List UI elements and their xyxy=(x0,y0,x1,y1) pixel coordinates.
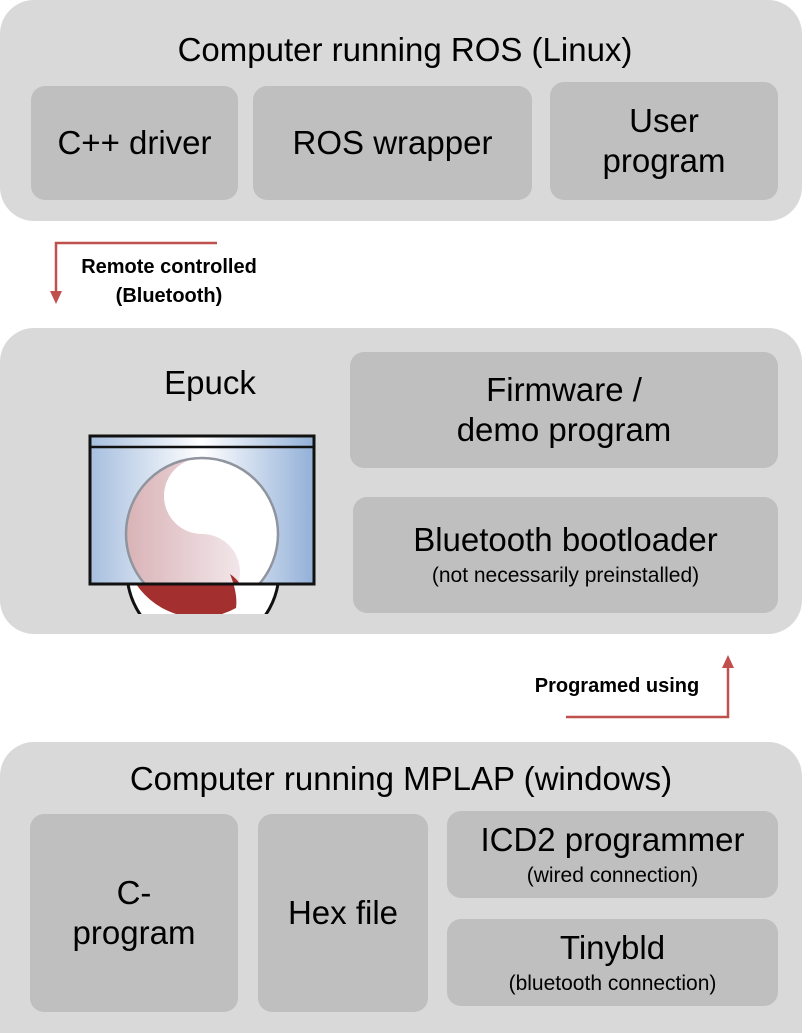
bluetooth-bootloader-box: Bluetooth bootloader (not necessarily pr… xyxy=(353,497,778,613)
ros-computer-title: Computer running ROS (Linux) xyxy=(177,31,633,68)
ros-wrapper-box: ROS wrapper xyxy=(253,86,532,200)
bluetooth-bootloader-label: Bluetooth bootloader xyxy=(413,521,718,559)
bluetooth-bootloader-note: (not necessarily preinstalled) xyxy=(431,564,700,588)
epuck-logo xyxy=(88,434,316,614)
icd2-programmer-label: ICD2 programmer xyxy=(480,820,745,858)
programmed-using-label: Programed using xyxy=(534,675,700,697)
firmware-label-line1: Firmware / xyxy=(486,370,642,408)
c-program-label-line1: C- xyxy=(116,873,152,911)
remote-controlled-line2: (Bluetooth) xyxy=(115,285,223,307)
remote-controlled-line1: Remote controlled xyxy=(81,256,257,278)
firmware-box: Firmware / demo program xyxy=(350,352,778,468)
mplap-computer-title: Computer running MPLAP (windows) xyxy=(129,760,673,797)
icd2-programmer-note: (wired connection) xyxy=(526,863,699,887)
epuck-title: Epuck xyxy=(164,364,256,401)
hex-file-box: Hex file xyxy=(258,814,428,1012)
cpp-driver-label: C++ driver xyxy=(57,123,212,161)
user-program-box: User program xyxy=(550,82,778,200)
c-program-box: C- program xyxy=(30,814,238,1012)
icd2-programmer-box: ICD2 programmer (wired connection) xyxy=(447,811,778,898)
firmware-label-line2: demo program xyxy=(456,411,672,448)
ros-wrapper-label: ROS wrapper xyxy=(292,123,493,161)
user-program-label-line1: User xyxy=(629,101,699,139)
remote-controlled-label: Remote controlled (Bluetooth) xyxy=(72,253,266,311)
hex-file-label: Hex file xyxy=(287,893,399,931)
user-program-label-line2: program xyxy=(602,142,726,179)
tinybld-box: Tinybld (bluetooth connection) xyxy=(447,919,778,1006)
c-program-label-line2: program xyxy=(72,914,196,951)
cpp-driver-box: C++ driver xyxy=(31,86,238,200)
tinybld-note: (bluetooth connection) xyxy=(508,971,717,995)
tinybld-label: Tinybld xyxy=(559,928,666,966)
